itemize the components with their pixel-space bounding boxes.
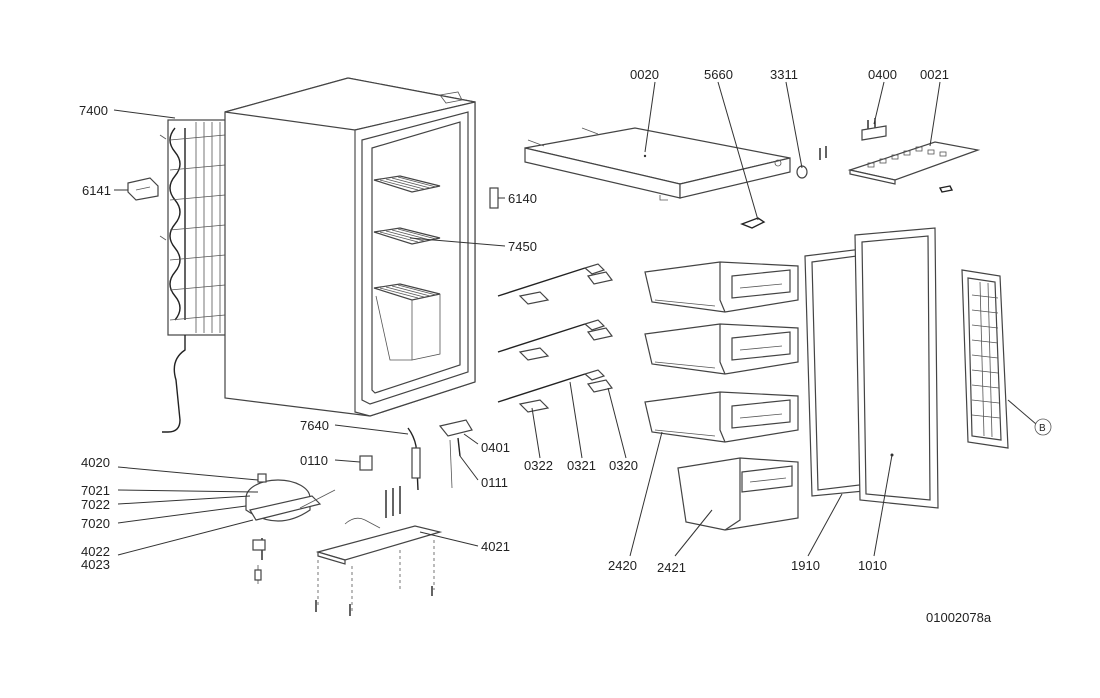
hinge-top [861, 125, 887, 141]
condenser-coil [159, 119, 227, 433]
label-7450: 7450 [508, 239, 537, 254]
shelf-rail-set-2 [497, 319, 614, 361]
label-b: B [1039, 423, 1046, 434]
label-4020: 4020 [81, 455, 110, 470]
condenser-clip [127, 177, 159, 201]
shelf-rail-set-3 [497, 369, 614, 413]
label-7020: 7020 [81, 516, 110, 531]
label-0401: 0401 [481, 440, 510, 455]
label-7022: 7022 [81, 497, 110, 512]
label-7400: 7400 [79, 103, 108, 118]
control-board [847, 141, 981, 193]
label-0320: 0320 [609, 458, 638, 473]
drawer-1 [644, 261, 799, 313]
base-plate [315, 486, 443, 616]
cabinet-shelf-top [373, 175, 441, 193]
thermostat-capillary [407, 427, 421, 491]
label-0111: 0111 [481, 475, 508, 490]
hinge-bracket [438, 419, 473, 489]
label-0322: 0322 [524, 458, 553, 473]
label-1910: 1910 [791, 558, 820, 573]
label-0321: 0321 [567, 458, 596, 473]
label-2421: 2421 [657, 560, 686, 575]
small-bracket [489, 187, 499, 209]
drawer-2 [644, 323, 799, 375]
refrigerator-cabinet [224, 77, 476, 417]
label-6141: 6141 [82, 183, 111, 198]
door-liner [961, 269, 1009, 449]
cabinet-shelf-middle [373, 227, 441, 245]
shelf-rail-set-1 [497, 263, 614, 305]
top-cover [524, 127, 791, 201]
label-4023: 4023 [81, 557, 110, 572]
label-4021: 4021 [481, 539, 510, 554]
drawing-reference: 01002078a [926, 610, 992, 625]
grommet-part [359, 455, 373, 471]
label-4022: 4022 [81, 544, 110, 559]
sensor-part [740, 217, 766, 229]
label-3311: 3311 [770, 67, 798, 82]
label-7021: 7021 [81, 483, 110, 498]
label-5660: 5660 [704, 67, 733, 82]
label-0020: 0020 [630, 67, 659, 82]
label-0400: 0400 [868, 67, 897, 82]
drawer-4 [677, 457, 799, 531]
label-2420: 2420 [608, 558, 637, 573]
label-6140: 6140 [508, 191, 537, 206]
label-1010: 1010 [858, 558, 887, 573]
part-labels: 7400 6141 6140 7450 0020 5660 3311 0400 … [79, 67, 1052, 625]
door-panel [854, 227, 939, 509]
callout-b-circle [1034, 418, 1052, 436]
label-0110: 0110 [300, 453, 328, 468]
compressor-assembly [245, 473, 336, 584]
leader-lines [113, 81, 1037, 557]
drawer-3 [644, 391, 799, 443]
cabinet-shelf-bottom [373, 283, 441, 361]
label-0021: 0021 [920, 67, 949, 82]
label-7640: 7640 [300, 418, 329, 433]
